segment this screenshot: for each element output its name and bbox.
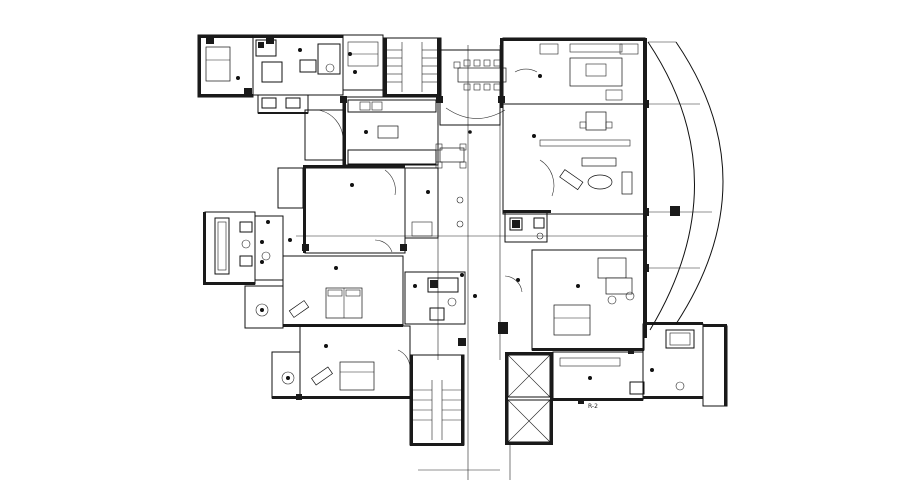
top-left-walkin (342, 34, 384, 91)
elevator-shafts (418, 352, 553, 480)
dining-area (439, 49, 507, 126)
curved-balcony (643, 38, 724, 338)
right-lower-bath (629, 322, 728, 407)
center-corridor (296, 45, 648, 480)
room-tag-label: R-2 (588, 403, 598, 410)
top-right-living (500, 37, 646, 108)
right-bedroom (504, 249, 645, 351)
structural-columns (206, 36, 634, 404)
kitchen (304, 96, 439, 166)
left-bathroom (203, 211, 284, 285)
bottom-stair (409, 354, 465, 446)
left-center-room (404, 167, 439, 239)
left-lower-bath (404, 271, 466, 325)
top-left-bath-block (252, 34, 352, 114)
right-lower-corridor: R-2 (552, 351, 644, 410)
left-lower-bedroom (244, 255, 404, 329)
top-stair-core (382, 37, 442, 97)
right-mid-living (502, 103, 646, 215)
top-left-bedroom (197, 34, 254, 98)
left-bottom-bedroom (271, 325, 411, 399)
right-small-bath (503, 210, 551, 243)
left-upper-bedroom (277, 165, 406, 254)
